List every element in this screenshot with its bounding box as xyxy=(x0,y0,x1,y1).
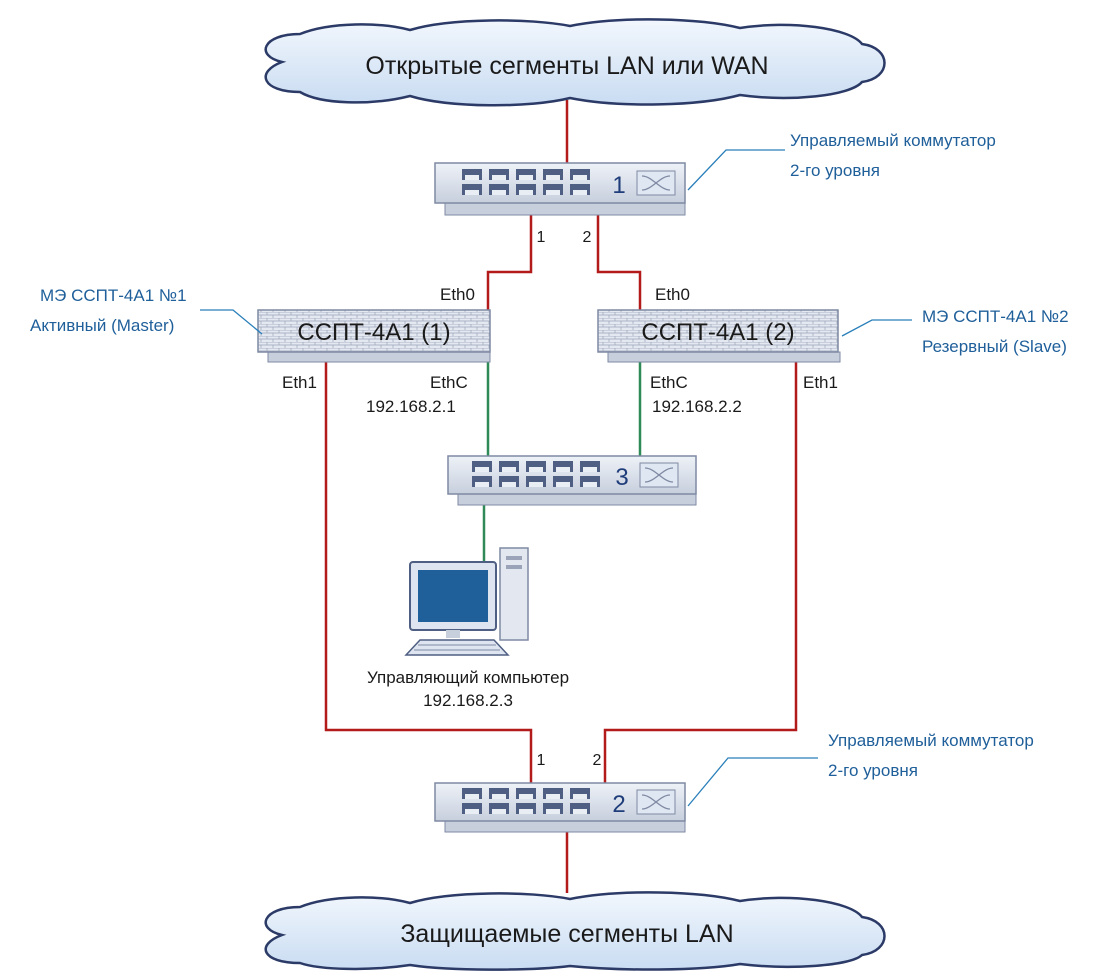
switch-1-crossover-icon xyxy=(636,170,676,196)
computer-keyboard-icon xyxy=(404,639,510,656)
firewall-2-note: МЭ ССПТ-4А1 №2 Резервный (Slave) xyxy=(841,307,1069,356)
switch-2: 2 1 2 xyxy=(434,752,686,833)
firewall-1-ip: 192.168.2.1 xyxy=(366,397,456,416)
switch-2-note: Управляемый коммутатор 2-го уровня xyxy=(687,731,1034,807)
firewall-2: ССПТ-4А1 (2) Eth0 Eth1 EthC 192.168.2.2 xyxy=(597,285,841,416)
firewall-2-note-leader xyxy=(841,319,912,337)
firewall-1-note-line-2: Активный (Master) xyxy=(30,316,174,335)
switch-1-note-line-1: Управляемый коммутатор xyxy=(790,131,996,150)
firewall-2-note-line-2: Резервный (Slave) xyxy=(922,337,1067,356)
computer-monitor-icon xyxy=(409,561,497,638)
switch-3-base xyxy=(457,493,697,506)
firewall-1-eth1: Eth1 xyxy=(282,373,317,392)
link-fw1-sw2 xyxy=(324,362,533,783)
cloud-top: Открытые сегменты LAN или WAN xyxy=(264,18,886,107)
firewall-2-eth1: Eth1 xyxy=(803,373,838,392)
switch-1-note-line-2: 2-го уровня xyxy=(790,161,880,180)
computer-label: Управляющий компьютер xyxy=(367,668,569,687)
cloud-top-shape xyxy=(264,18,886,107)
switch-3: 3 xyxy=(447,455,697,506)
firewall-1-ethc: EthC xyxy=(430,373,468,392)
switch-1-port-1: 1 xyxy=(537,229,546,246)
firewall-1-note: МЭ ССПТ-4А1 №1 Активный (Master) xyxy=(30,286,263,335)
switch-3-crossover-icon xyxy=(639,462,679,488)
computer: Управляющий компьютер 192.168.2.3 xyxy=(367,547,569,710)
firewall-2-note-line-1: МЭ ССПТ-4А1 №2 xyxy=(922,307,1069,326)
firewall-2-name: ССПТ-4А1 (2) xyxy=(641,319,794,346)
cloud-bottom-shape xyxy=(264,891,886,971)
firewall-1-base xyxy=(267,351,491,363)
firewall-2-eth0: Eth0 xyxy=(655,285,690,304)
switch-2-note-line-2: 2-го уровня xyxy=(828,761,918,780)
link-sw1-fw1 xyxy=(486,213,533,310)
link-fw2-sw2 xyxy=(603,362,798,783)
switch-1-port-2: 2 xyxy=(583,229,592,246)
firewall-1-note-leader xyxy=(200,309,263,335)
switch-2-number: 2 xyxy=(612,791,625,818)
switch-2-port-2: 2 xyxy=(593,752,602,769)
firewall-1-eth0: Eth0 xyxy=(440,285,475,304)
computer-ip: 192.168.2.3 xyxy=(423,691,513,710)
link-sw1-fw2 xyxy=(596,213,642,310)
switch-2-crossover-icon xyxy=(636,789,676,815)
cloud-bottom: Защищаемые сегменты LAN xyxy=(264,891,886,971)
firewall-1-name: ССПТ-4А1 (1) xyxy=(297,319,450,346)
computer-tower-icon xyxy=(499,547,529,641)
firewall-2-base xyxy=(607,351,841,363)
firewall-2-ip: 192.168.2.2 xyxy=(652,397,742,416)
switch-1: 1 1 2 xyxy=(434,162,686,246)
switch-2-note-line-1: Управляемый коммутатор xyxy=(828,731,1034,750)
switch-1-note-leader xyxy=(687,149,785,191)
links xyxy=(324,100,798,893)
switch-1-number: 1 xyxy=(612,172,625,199)
cloud-bottom-label: Защищаемые сегменты LAN xyxy=(400,920,733,948)
firewall-1-note-line-1: МЭ ССПТ-4А1 №1 xyxy=(40,286,187,305)
switch-1-note: Управляемый коммутатор 2-го уровня xyxy=(687,131,996,191)
firewall-1: ССПТ-4А1 (1) Eth0 Eth1 EthC 192.168.2.1 xyxy=(257,285,491,416)
switch-2-base xyxy=(444,819,686,833)
firewall-2-body xyxy=(597,309,839,353)
switch-2-port-1: 1 xyxy=(537,752,546,769)
switch-3-number: 3 xyxy=(615,464,628,491)
switch-2-note-leader xyxy=(687,757,818,807)
firewall-2-ethc: EthC xyxy=(650,373,688,392)
cloud-top-label: Открытые сегменты LAN или WAN xyxy=(365,52,768,80)
switch-1-base xyxy=(444,202,686,216)
